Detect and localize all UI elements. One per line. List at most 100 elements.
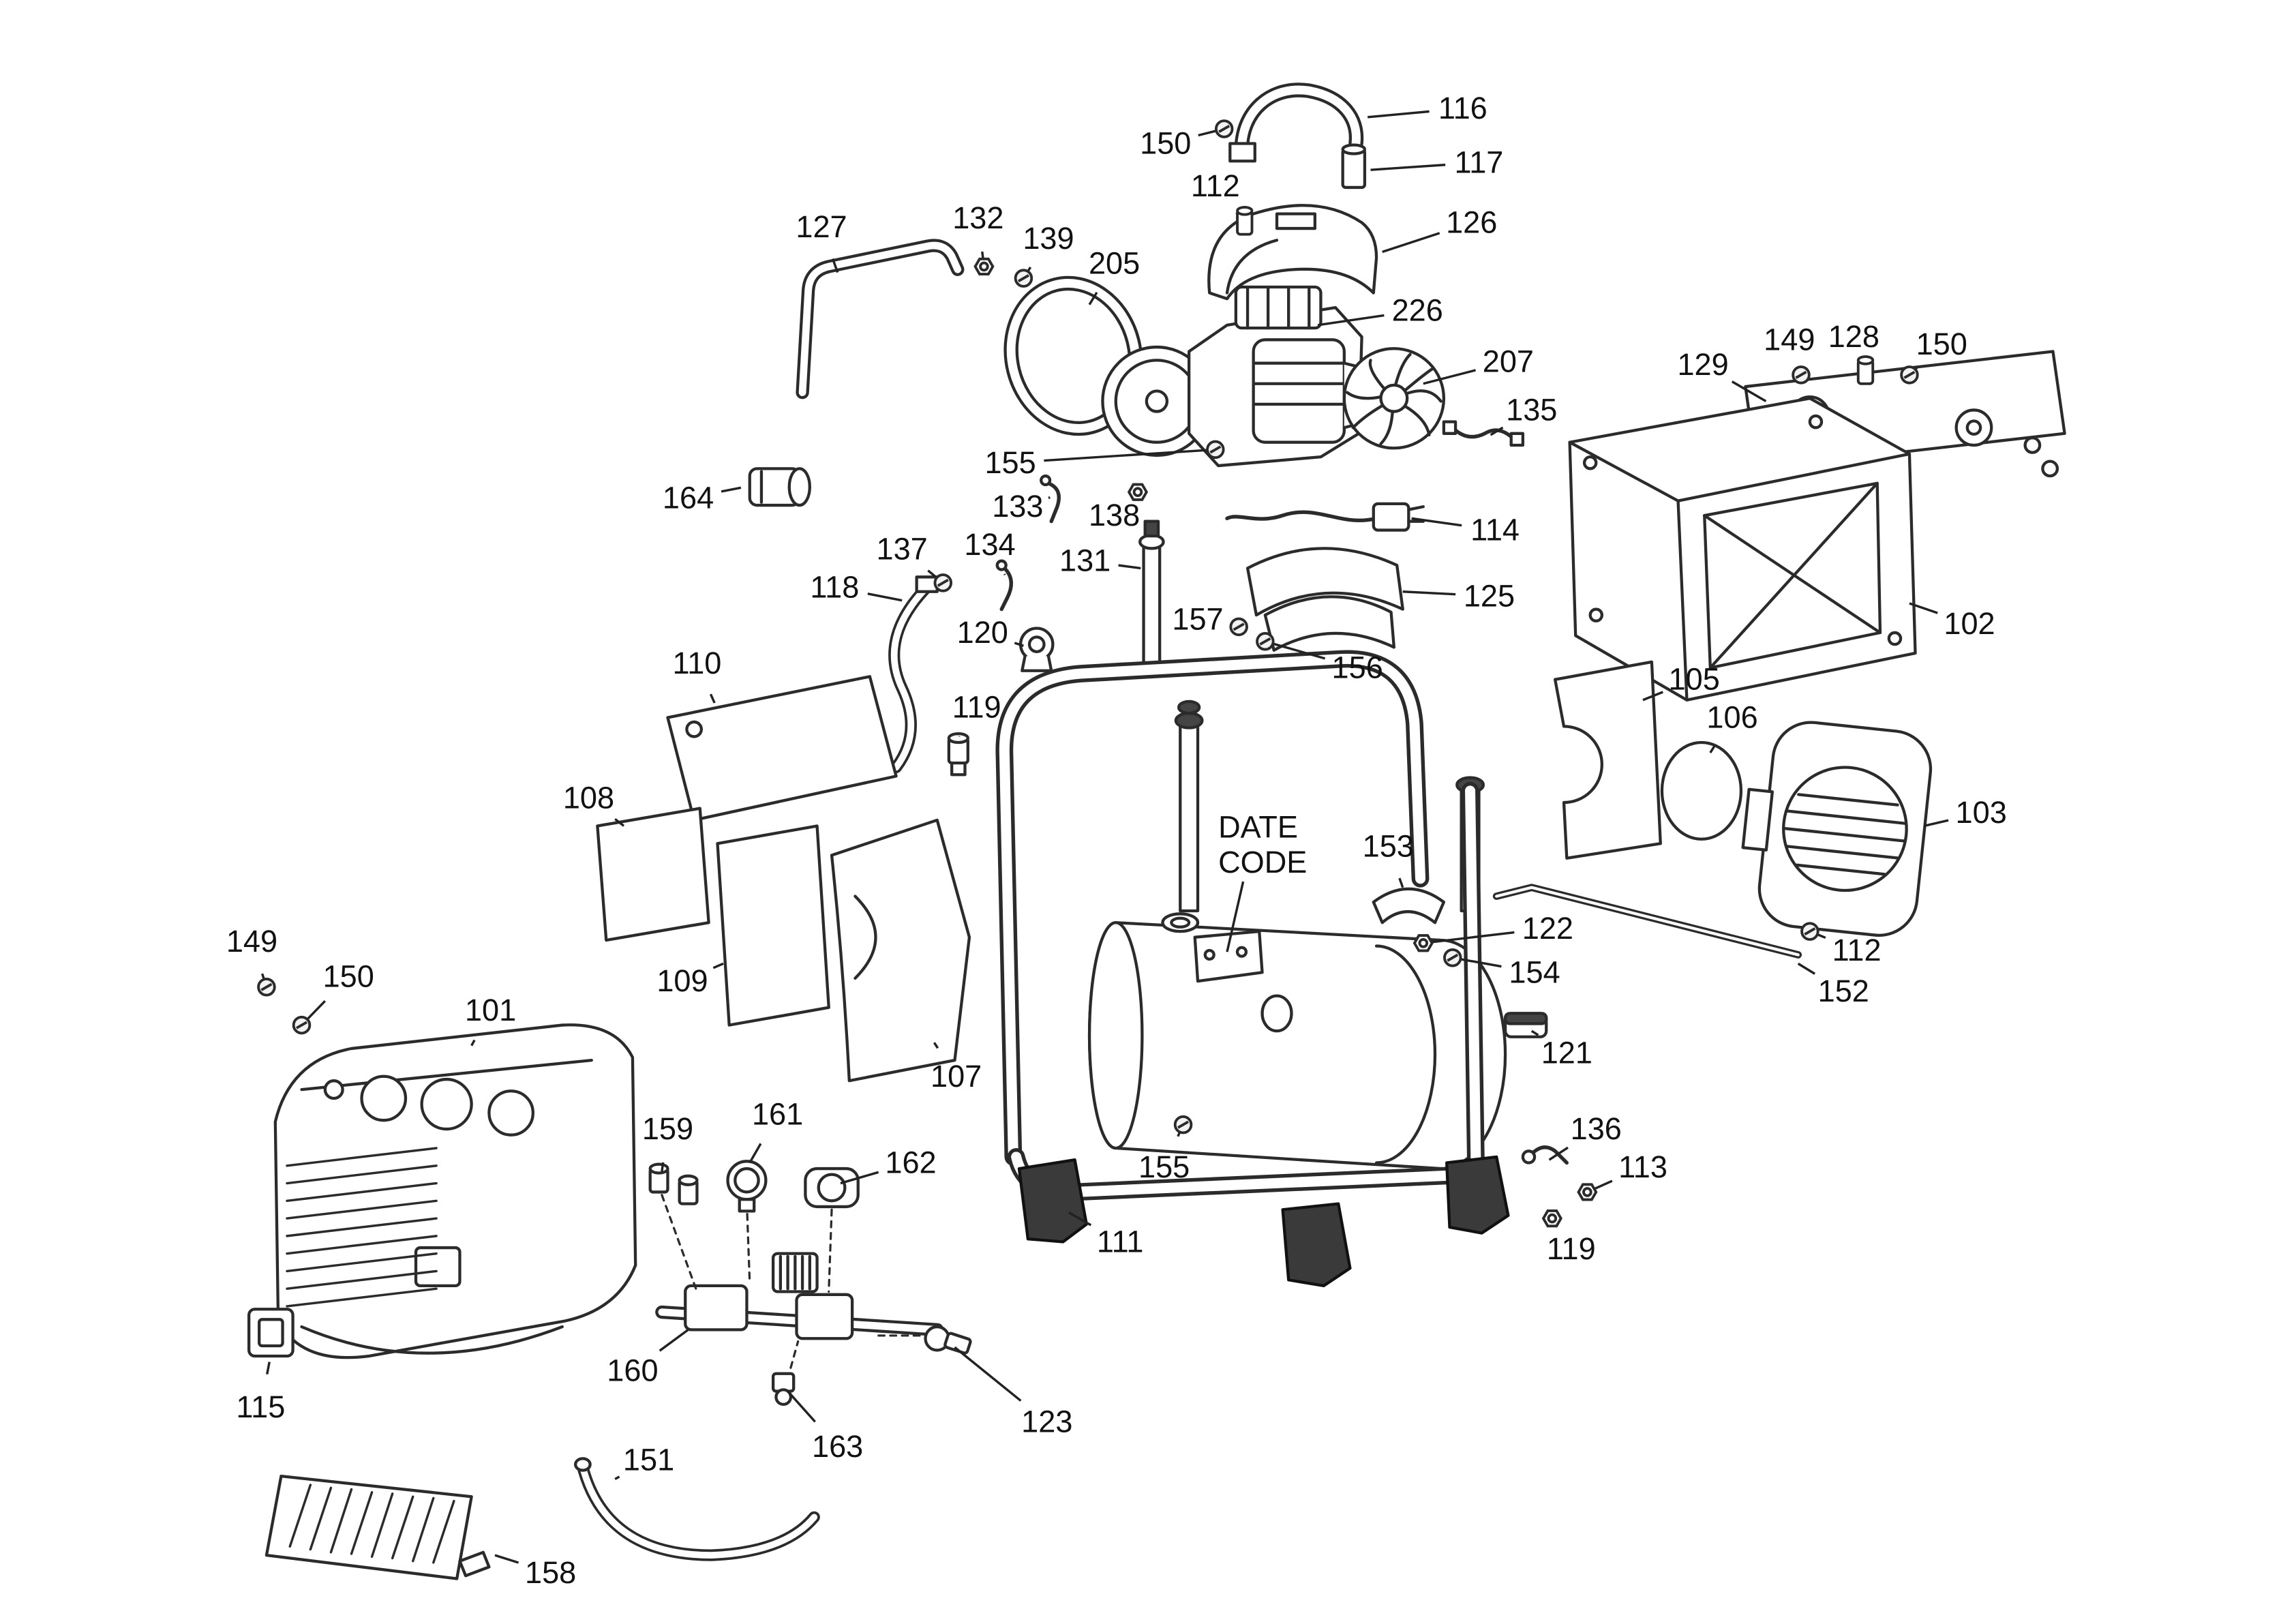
leader-line-115 [266, 1362, 271, 1375]
leader-line-136 [1548, 1146, 1569, 1161]
part-label-153: 153 [1363, 829, 1414, 864]
part-sketch-valve-cap-120 [1018, 627, 1055, 672]
leader-line-108 [614, 817, 625, 827]
part-label-159: 159 [642, 1111, 693, 1146]
part-sketch-roller-164 [748, 467, 811, 507]
part-label-150-right: 150 [1916, 327, 1967, 361]
leader-line-121 [1530, 1029, 1539, 1036]
part-sketch-shroud-126 [1207, 204, 1378, 301]
part-label-157: 157 [1172, 602, 1223, 637]
part-sketch-outlet-tube-116 [1228, 90, 1356, 163]
leader-line-123 [954, 1346, 1022, 1402]
hardware-glyph-screw-156 [1256, 632, 1275, 651]
part-label-113: 113 [1618, 1149, 1667, 1184]
leader-line-226 [1317, 314, 1385, 327]
hardware-glyph-nut-132 [973, 257, 995, 276]
leader-line-131 [1118, 564, 1141, 570]
part-sketch-fan-207 [1342, 347, 1446, 450]
part-label-155-lower: 155 [1138, 1149, 1190, 1184]
hardware-glyph-screw-157 [1229, 617, 1248, 637]
part-label-150-left: 150 [323, 959, 374, 994]
hardware-glyph-nut-113 [1577, 1183, 1598, 1201]
part-sketch-gauge-161 [726, 1160, 768, 1213]
hardware-glyph-cylinder-112-top [1236, 206, 1254, 236]
part-label-117: 117 [1454, 145, 1503, 179]
hardware-glyph-screw-137 [933, 573, 953, 592]
part-sketch-clip-134 [995, 559, 1013, 612]
leader-line-109 [712, 962, 724, 969]
leader-line-110 [709, 693, 716, 704]
leader-line-103 [1924, 819, 1949, 828]
part-label-163: 163 [812, 1429, 863, 1464]
part-sketch-pad-121 [1503, 1012, 1548, 1038]
leader-line-105 [1642, 691, 1663, 702]
part-label-114: 114 [1470, 513, 1520, 547]
part-label-158: 158 [525, 1555, 576, 1590]
part-sketch-bracket-153 [1372, 887, 1446, 924]
leader-line-129 [1731, 380, 1767, 403]
part-sketch-clip-133 [1040, 474, 1061, 524]
part-label-126: 126 [1446, 205, 1497, 240]
hardware-glyph-cylinder-128 [1856, 355, 1875, 385]
part-sketch-manifold-160 [662, 1194, 937, 1369]
leader-line-162 [840, 1171, 879, 1185]
part-label-137: 137 [877, 532, 928, 567]
hardware-glyph-nut-122 [1413, 934, 1434, 952]
part-label-154: 154 [1509, 954, 1560, 989]
leader-line-153 [1398, 877, 1404, 888]
part-label-115: 115 [236, 1389, 285, 1424]
part-label-108: 108 [563, 781, 614, 815]
part-sketch-coupler-123 [924, 1325, 972, 1355]
leader-line-159 [661, 1162, 665, 1172]
part-sketch-fitting-117 [1341, 143, 1367, 190]
part-label-150-top: 150 [1140, 126, 1191, 161]
part-sketch-grille-158 [265, 1474, 491, 1580]
part-sketch-pump-motor-226 [1101, 285, 1370, 468]
leader-line-101 [470, 1039, 476, 1047]
hardware-glyph-nut-138 [1127, 483, 1149, 501]
leader-line-163 [787, 1390, 816, 1423]
part-label-101: 101 [465, 993, 516, 1027]
part-label-135: 135 [1506, 392, 1557, 427]
part-label-132: 132 [952, 200, 1003, 235]
hardware-glyph-screw-149-right [1792, 365, 1811, 385]
part-label-121: 121 [1541, 1035, 1592, 1070]
leader-line-155-upper [1044, 448, 1215, 462]
part-label-151: 151 [623, 1443, 674, 1477]
part-label-160: 160 [607, 1353, 658, 1388]
leader-line-156 [1265, 640, 1326, 660]
part-sketch-panel-110 [666, 675, 898, 822]
part-sketch-valve-163 [771, 1372, 796, 1407]
part-label-131: 131 [1059, 543, 1111, 578]
leader-line-152 [1797, 962, 1816, 975]
leader-line-114 [1411, 517, 1462, 527]
part-label-123: 123 [1021, 1404, 1072, 1439]
leader-line-116 [1368, 110, 1430, 119]
part-label-119-right: 119 [1547, 1231, 1596, 1266]
leader-line-122 [1423, 931, 1515, 944]
part-sketch-handle-tube-127 [802, 245, 958, 393]
part-label-106: 106 [1706, 700, 1757, 735]
part-sketch-switch-115 [247, 1308, 294, 1358]
leader-line-207 [1423, 369, 1476, 385]
part-label-127: 127 [796, 209, 847, 244]
part-sketch-gauge-162 [804, 1167, 860, 1209]
leader-line-107 [933, 1042, 939, 1049]
part-label-205: 205 [1089, 246, 1140, 281]
part-sketch-tank [1087, 912, 1507, 1171]
diagram-art [247, 90, 2066, 1580]
part-label-133: 133 [992, 489, 1043, 524]
part-label-119-left: 119 [952, 689, 1001, 724]
hardware-glyph-nut-119-right [1541, 1209, 1562, 1228]
part-sketch-wire-harness-135 [1442, 420, 1525, 447]
leader-line-111 [1068, 1212, 1092, 1227]
part-sketch-panel-108 [596, 807, 710, 942]
part-sketch-fan-housing-103 [1741, 721, 1933, 937]
part-sketch-fittings-159 [648, 1162, 699, 1205]
leader-line-date-code [1226, 881, 1245, 952]
hardware-glyph-screw-155-lower [1173, 1115, 1193, 1134]
leader-line-158 [494, 1554, 519, 1564]
